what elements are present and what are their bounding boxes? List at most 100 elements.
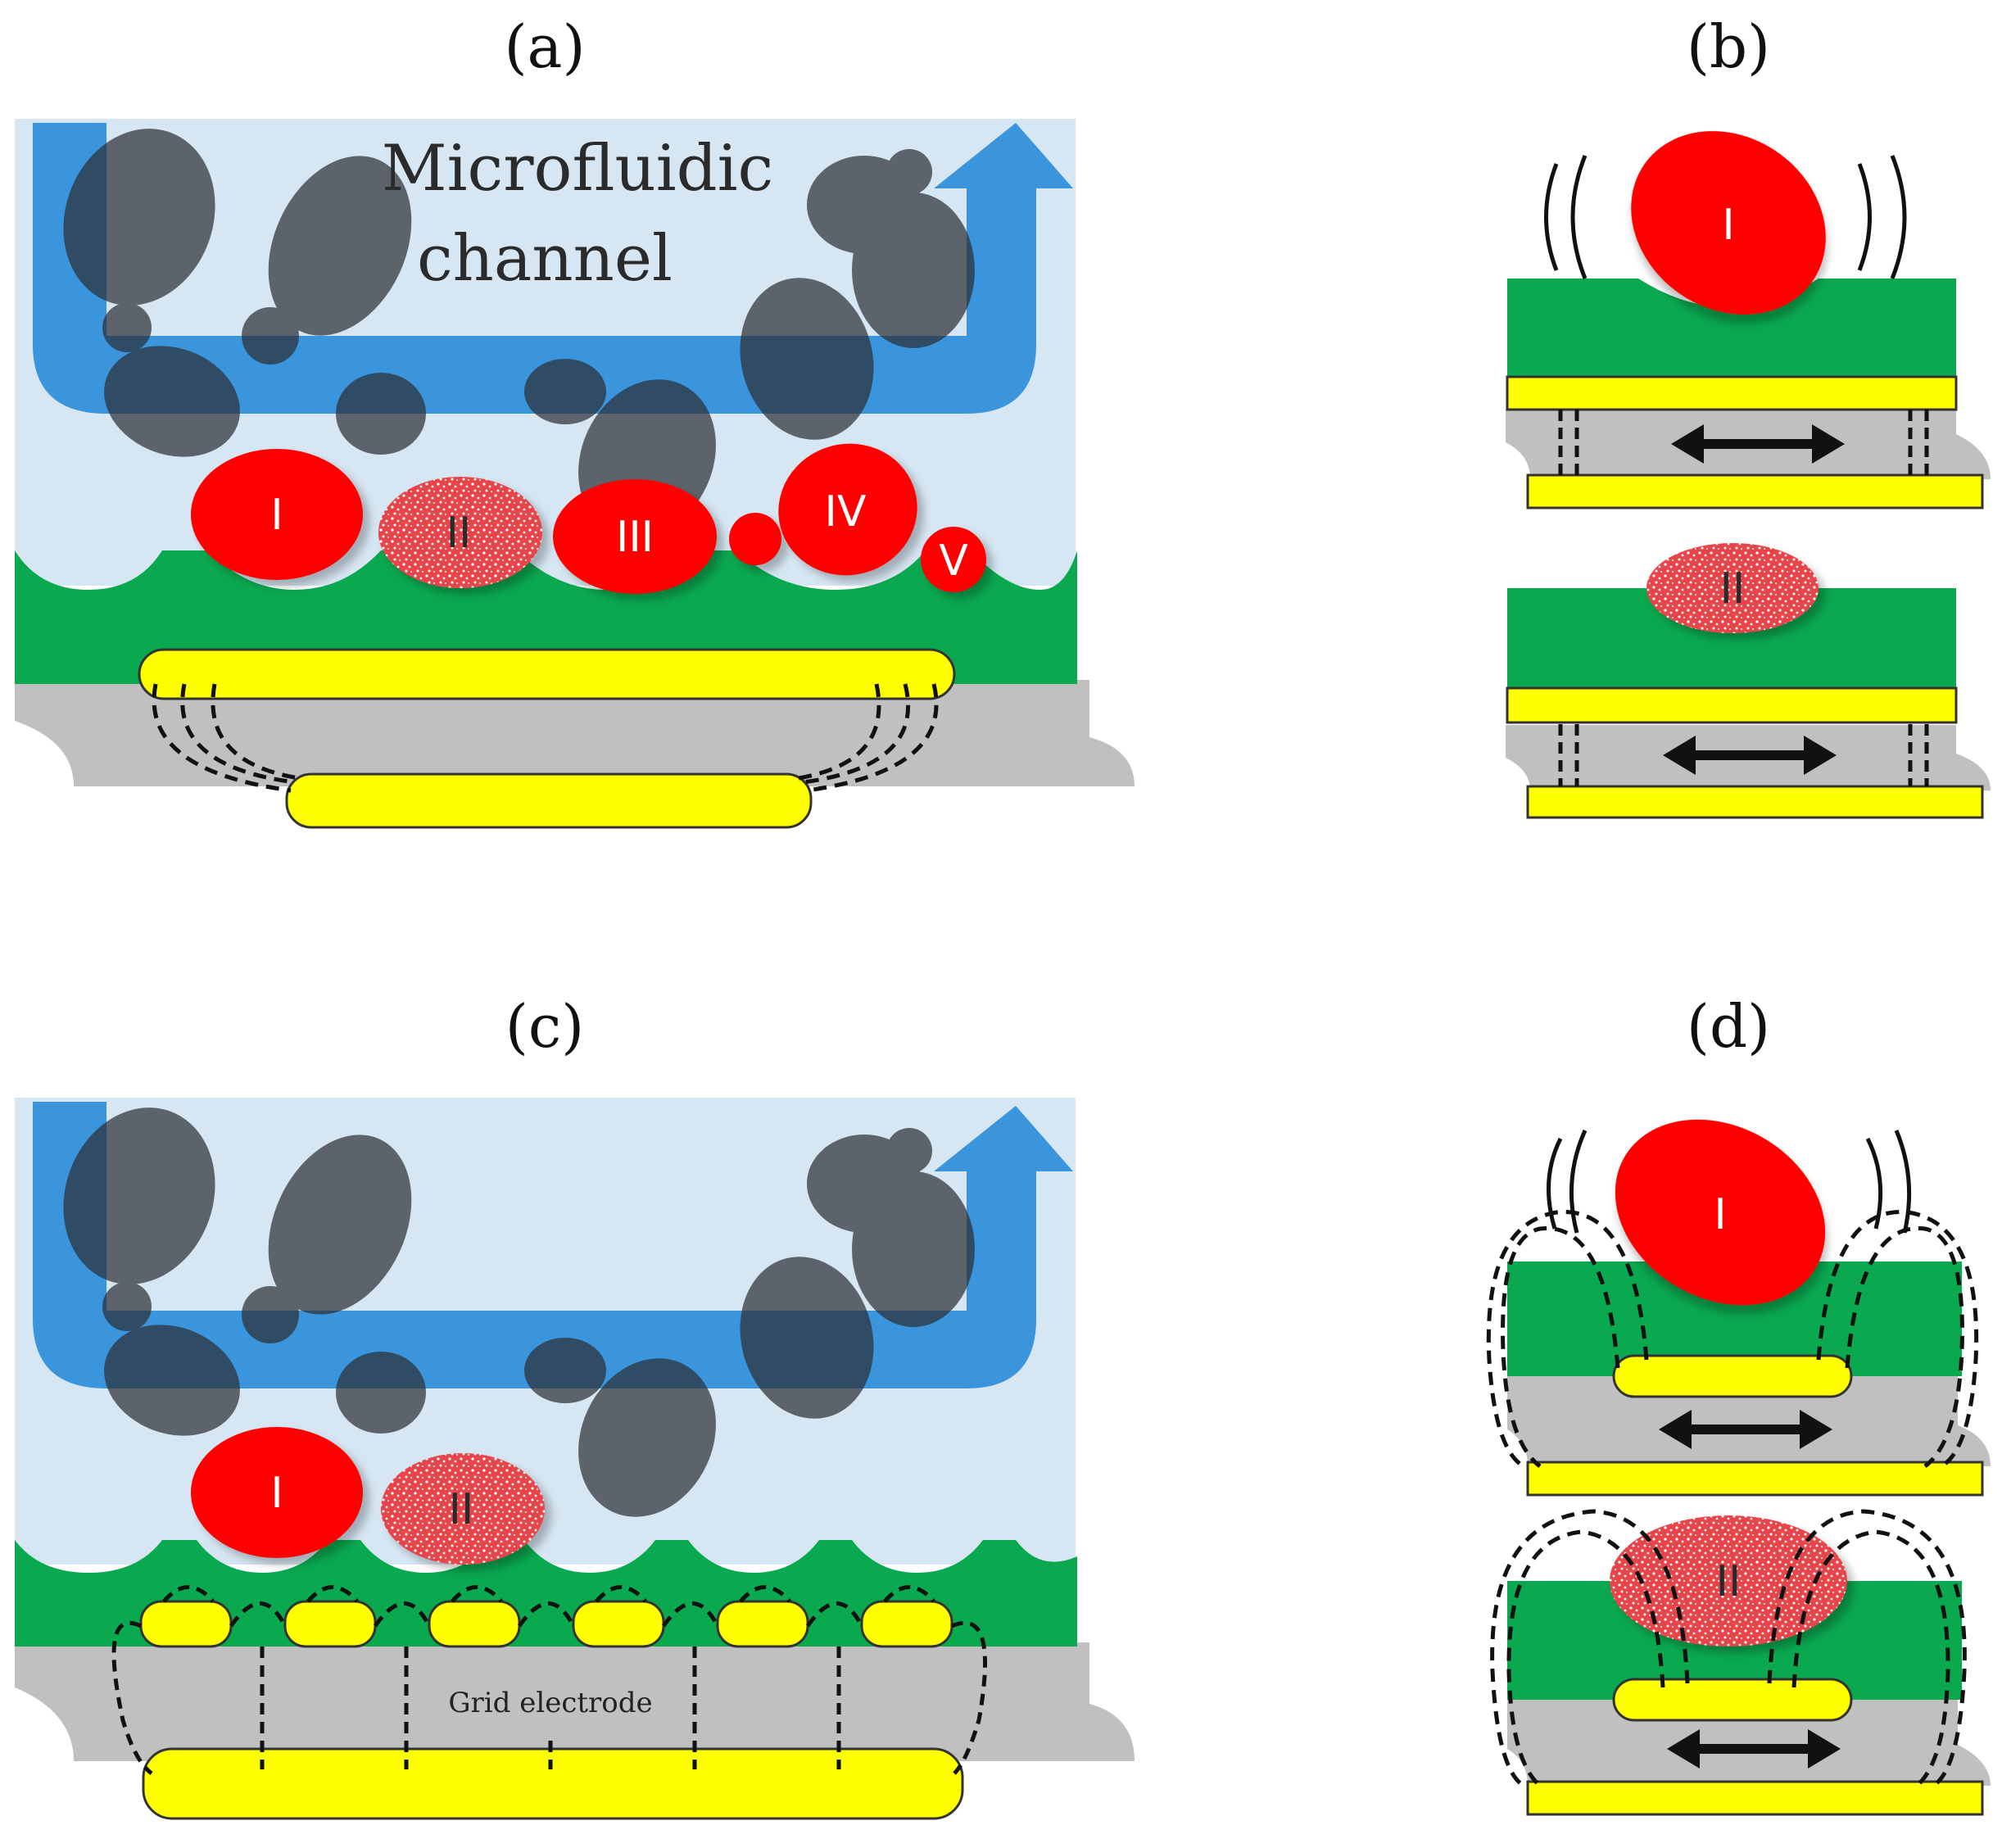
field-line	[306, 1585, 359, 1603]
bottom-electrode	[285, 772, 813, 829]
field-line	[162, 1585, 215, 1603]
arrow-d-bottom	[1667, 1729, 1841, 1769]
cell-ii-d	[1610, 1515, 1847, 1646]
panel-b: (b) I	[1506, 12, 1991, 819]
panel-c: (c)	[15, 992, 1135, 1820]
particle	[242, 1286, 299, 1343]
field-line	[798, 683, 881, 781]
top-electrode	[138, 648, 956, 700]
field-lines-b-bottom	[1558, 724, 1929, 786]
field-line	[1791, 1529, 1950, 1787]
cell-iv-label: IV	[825, 487, 867, 537]
particle	[578, 1358, 716, 1517]
cell-i-d-label: I	[1714, 1190, 1726, 1239]
arrow-head-right	[1800, 1410, 1832, 1449]
particle	[102, 1282, 152, 1331]
cells	[191, 443, 986, 594]
arrow-head-left	[1671, 424, 1704, 464]
bottom-electrode-b-top	[1526, 473, 1984, 510]
cell-ii	[378, 477, 542, 588]
cell-i-c	[191, 1427, 363, 1558]
particle	[886, 149, 932, 195]
field-line	[229, 1601, 288, 1628]
cell-ii-label: II	[446, 509, 472, 558]
field-line	[152, 683, 292, 793]
cell-iii-label: III	[616, 513, 654, 562]
panel-a: (a) Microfluidic channel	[15, 12, 1135, 829]
top-electrode-d-bottom	[1612, 1678, 1853, 1722]
grid-bottom-electrode	[142, 1747, 964, 1820]
substrate-d-top	[1507, 1376, 1991, 1466]
bottom-electrode-b-bottom	[1526, 785, 1984, 819]
field-lines-b-top	[1558, 410, 1929, 475]
panel-a-label: (a)	[504, 12, 585, 81]
field-line	[661, 1601, 720, 1628]
arrow-head-right	[1804, 736, 1837, 775]
particle	[524, 1338, 606, 1403]
grid-electrode	[572, 1600, 665, 1648]
field-line	[517, 1601, 576, 1628]
particle	[852, 192, 975, 348]
field-line	[951, 1620, 988, 1775]
vibration-marks-d	[1547, 1129, 1912, 1234]
cells-c	[191, 1427, 545, 1565]
vibration-mark	[1857, 163, 1872, 271]
cell-i-b-label: I	[1722, 201, 1734, 250]
green-layer-b-top	[1507, 279, 1956, 377]
vibration-mark	[1570, 155, 1588, 279]
field-line	[1816, 1210, 1979, 1469]
particle	[740, 1257, 874, 1419]
particle	[852, 1171, 975, 1327]
arrow-head-right	[1808, 1729, 1841, 1769]
particles-c	[63, 1107, 975, 1517]
cell-i-b	[1631, 131, 1826, 315]
field-line	[802, 683, 911, 785]
field-line	[1506, 1529, 1665, 1787]
channel-title-line1: Microfluidic	[382, 132, 774, 206]
grid-electrode	[139, 1600, 233, 1648]
cell-i-d	[1615, 1119, 1826, 1306]
arrow-head-left	[1659, 1410, 1692, 1449]
top-electrode-b-top	[1506, 375, 1958, 411]
field-line	[595, 1585, 647, 1603]
field-lines-c	[111, 1585, 988, 1775]
field-line	[1486, 1210, 1649, 1469]
field-line	[211, 683, 300, 781]
field-line	[111, 1620, 153, 1775]
vibration-mark	[1865, 1137, 1883, 1230]
particle	[336, 373, 426, 455]
field-line	[806, 683, 939, 793]
field-line	[1767, 1509, 1967, 1788]
cell-i-c-label: I	[270, 1469, 283, 1518]
vibration-mark	[1894, 1130, 1912, 1234]
particle	[886, 1128, 932, 1174]
particle	[242, 307, 299, 365]
cell-v-label: V	[939, 537, 968, 586]
vibration-mark	[1569, 1129, 1588, 1234]
arrow-b-bottom	[1663, 736, 1837, 775]
arrow-head-left	[1663, 736, 1696, 775]
particle	[104, 1325, 240, 1436]
particle	[740, 278, 874, 440]
cell-i-label: I	[270, 491, 283, 540]
vibration-mark	[1544, 163, 1559, 271]
channel-title-line2: channel	[417, 222, 673, 296]
field-lines-d-bottom	[1490, 1509, 1967, 1788]
vibration-marks-b	[1544, 155, 1907, 279]
field-line	[1490, 1509, 1690, 1788]
bottom-electrode-d-bottom	[1526, 1780, 1984, 1816]
field-lines-d-top	[1486, 1210, 1979, 1469]
arrow-head-right	[1812, 424, 1845, 464]
vibration-mark	[1547, 1137, 1563, 1230]
cell-ii-b	[1646, 543, 1819, 633]
particle	[336, 1352, 426, 1434]
panel-c-label: (c)	[505, 992, 585, 1061]
grid-electrode-label: Grid electrode	[448, 1687, 652, 1719]
substrate	[15, 680, 1135, 786]
cell-v	[921, 527, 986, 592]
arrow-head-left	[1667, 1729, 1700, 1769]
particle	[63, 1107, 215, 1284]
particle	[524, 359, 606, 424]
cell-ii-b-label: II	[1720, 564, 1746, 614]
